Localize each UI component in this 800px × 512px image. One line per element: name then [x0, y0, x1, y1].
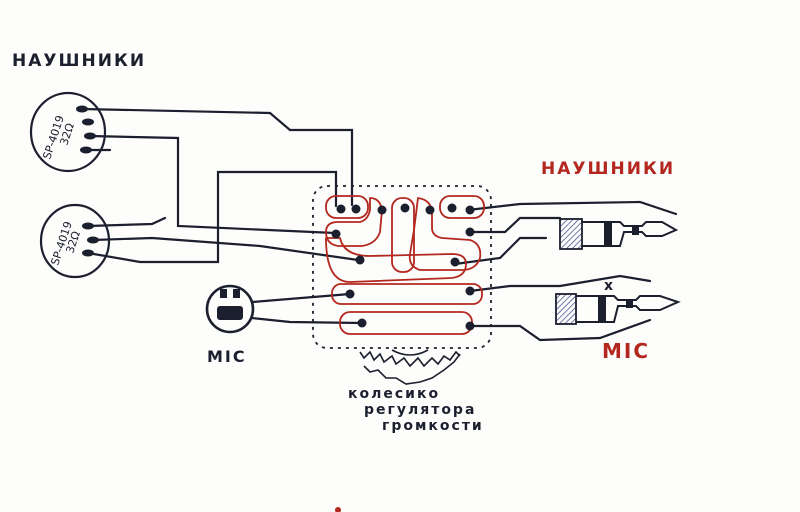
wheel-caption-1: колесико — [348, 386, 440, 402]
x-mark: x — [604, 278, 613, 294]
speaker-1-pins — [76, 105, 96, 154]
mic-label-right: MIC — [602, 339, 650, 363]
volume-wheel — [359, 349, 461, 385]
pcb-outline — [312, 185, 492, 349]
pcb-traces — [325, 195, 485, 335]
black-wires — [80, 107, 678, 342]
speaker-2: SP-4019 32Ω — [39, 203, 111, 279]
wheel-caption-3: громкости — [382, 418, 484, 434]
mic-plug — [555, 293, 681, 325]
red-ink-mark — [335, 507, 341, 512]
mic-capsule — [205, 284, 255, 334]
speaker-1: SP-4019 32Ω — [29, 91, 107, 173]
headphone-plug — [559, 218, 679, 250]
mic-label-left: MIC — [207, 347, 247, 366]
pcb-pads — [331, 203, 475, 331]
headphones-title-left: НАУШНИКИ — [12, 51, 146, 71]
headphones-title-right: НАУШНИКИ — [541, 159, 675, 179]
wheel-caption-2: регулятора — [364, 402, 476, 418]
